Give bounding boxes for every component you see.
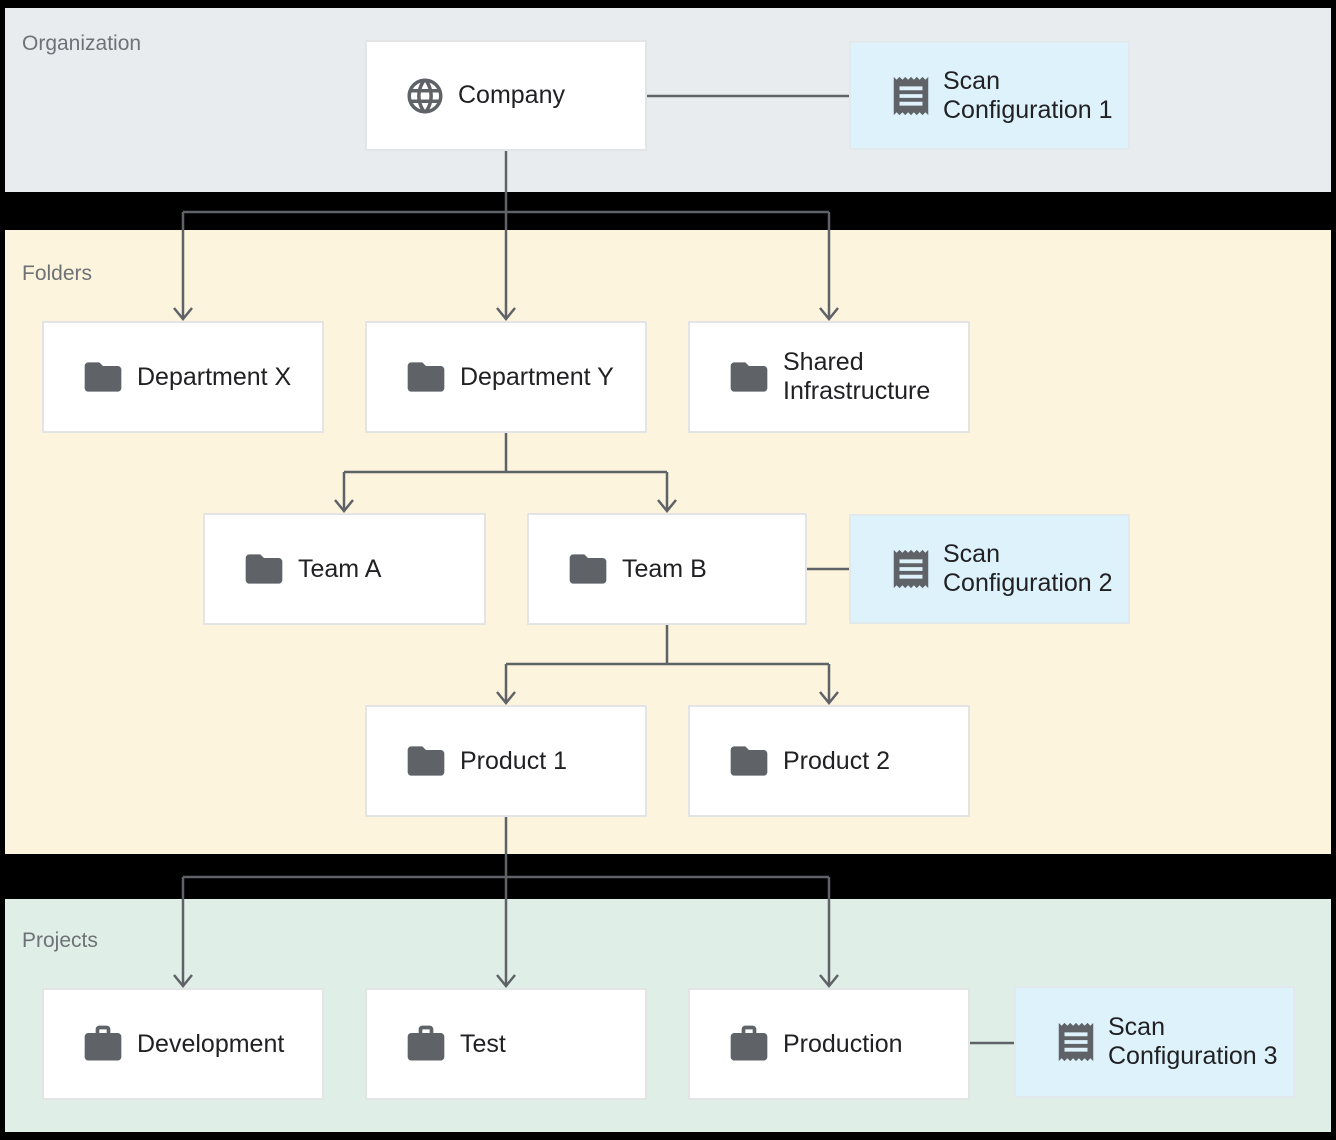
arrowhead [496,307,516,321]
node-development: Development [42,988,324,1100]
arrowhead [819,974,839,988]
node-scan-configuration-3: Scan Configuration 3 [1014,986,1295,1098]
node-label: Department X [137,362,292,391]
node-scan-configuration-1: Scan Configuration 1 [849,41,1130,150]
node-label: Product 1 [460,746,568,775]
organization-band-label: Organization [22,32,142,55]
folder-icon [727,355,771,399]
arrowhead [819,307,839,321]
node-production: Production [688,988,970,1100]
briefcase-icon [404,1022,448,1066]
node-label: Department Y [460,362,614,391]
folder-icon [727,739,771,783]
folder-icon [404,355,448,399]
node-label: Scan Configuration 3 [1108,1013,1278,1070]
node-product-1: Product 1 [365,705,647,817]
arrowhead [819,691,839,705]
arrowhead [173,307,193,321]
node-label: Team B [622,554,707,583]
node-label: Production [783,1029,903,1058]
node-department-y: Department Y [365,321,647,433]
node-label: Product 2 [783,746,891,775]
node-scan-configuration-2: Scan Configuration 2 [849,514,1130,624]
arrowhead [334,499,354,513]
arrowheads [173,307,839,988]
arrowhead [173,974,193,988]
connector-lines [181,94,1014,1045]
node-label: Test [460,1029,506,1058]
node-label: Scan Configuration 1 [943,66,1113,124]
node-team-a: Team A [203,513,486,625]
receipt-icon [888,546,934,592]
briefcase-icon [727,1022,771,1066]
folder-icon [81,355,125,399]
arrowhead [496,691,516,705]
briefcase-icon [81,1022,125,1066]
projects-band-label: Projects [22,929,98,952]
folder-icon [566,547,610,591]
node-department-x: Department X [42,321,324,433]
node-label: Team A [298,554,382,583]
folder-icon [404,739,448,783]
globe-icon [404,75,446,117]
node-company: Company [365,40,647,151]
arrowhead [657,499,677,513]
node-shared-infrastructure: Shared Infrastructure [688,321,970,433]
node-label: Development [137,1029,285,1058]
node-label: Scan Configuration 2 [943,540,1113,597]
node-test: Test [365,988,647,1100]
folder-icon [242,547,286,591]
node-label: Shared Infrastructure [783,348,931,405]
node-label: Company [458,81,565,109]
node-product-2: Product 2 [688,705,970,817]
folders-band-label: Folders [22,262,93,285]
node-team-b: Team B [527,513,807,625]
receipt-icon [888,73,934,119]
arrowhead [496,974,516,988]
receipt-icon [1053,1019,1099,1065]
